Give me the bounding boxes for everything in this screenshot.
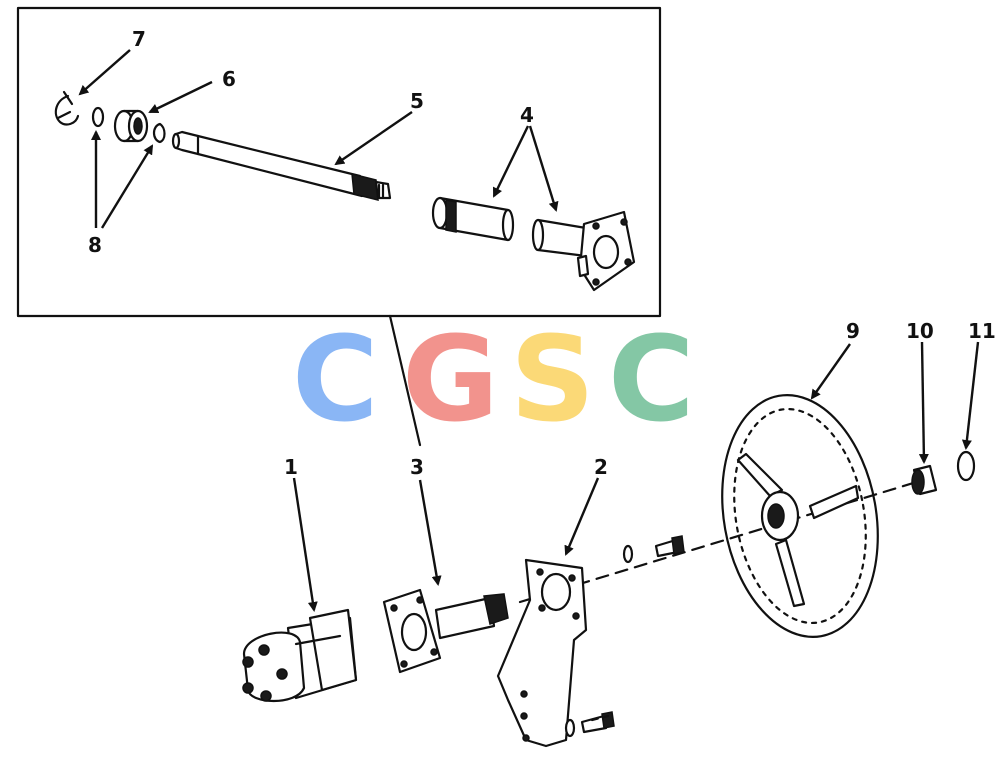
callout-3: 3 (410, 455, 424, 479)
mounting-bracket-part-2 (496, 558, 588, 748)
callout-6: 6 (222, 67, 236, 91)
watermark-letter-c2: C (608, 310, 695, 448)
watermark-letter-c1: C (292, 310, 379, 448)
callout-9: 9 (846, 319, 860, 343)
bolt-lower (564, 711, 615, 738)
callout-10: 10 (906, 319, 934, 343)
column-tube-part-4a (431, 196, 515, 242)
callout-11: 11 (968, 319, 996, 343)
callout-arrows (78, 49, 980, 612)
steering-wheel-part-9 (721, 394, 879, 638)
watermark-letter-g: G (402, 310, 499, 448)
shaft-part-5 (171, 130, 392, 201)
cap-part-11 (956, 450, 976, 482)
assembly-centerline (518, 476, 932, 604)
callout-8: 8 (88, 233, 102, 257)
callout-7: 7 (132, 27, 146, 51)
bolt-upper (622, 535, 685, 564)
callout-4: 4 (520, 103, 534, 127)
washer-part-8b (152, 122, 166, 144)
callout-2: 2 (594, 455, 608, 479)
column-tube-flange-part-4b (531, 210, 636, 292)
steering-column-part-3 (382, 588, 509, 674)
nut-part-10 (911, 464, 938, 496)
callout-5: 5 (410, 89, 424, 113)
steering-unit-part-1 (242, 608, 358, 702)
inset-leader-line (388, 314, 422, 447)
watermark: C G S C (292, 310, 695, 448)
retaining-ring-part-7 (54, 90, 80, 126)
callout-1: 1 (284, 455, 298, 479)
washer-part-8a (91, 106, 105, 128)
bearing-part-6 (113, 109, 149, 143)
detail-inset-frame (16, 6, 662, 318)
watermark-letter-s: S (510, 310, 595, 448)
